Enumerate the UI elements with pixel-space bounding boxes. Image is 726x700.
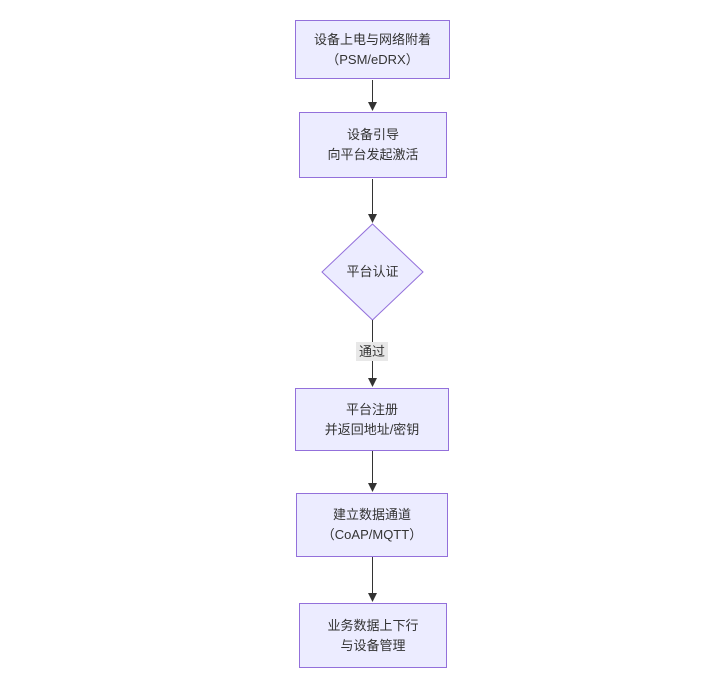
node-text-line: （PSM/eDRX） (326, 51, 419, 67)
arrowhead-icon (368, 593, 377, 602)
edge-label-pass: 通过 (355, 342, 389, 361)
node-text-line: 设备引导 (346, 127, 399, 142)
node-text-line: 平台认证 (346, 264, 399, 279)
node-text-line: 并返回地址/密钥 (324, 421, 420, 437)
flow-node-power-attach: 设备上电与网络附着 （PSM/eDRX） (295, 20, 450, 79)
arrowhead-icon (368, 214, 377, 223)
flow-node-platform-auth-label: 平台认证 (322, 263, 423, 281)
edge-channel-to-business (368, 557, 377, 602)
node-text-line: 业务数据上下行 (327, 617, 419, 633)
node-text-line: 与设备管理 (340, 637, 406, 653)
arrowhead-icon (368, 483, 377, 492)
edge-bootstrap-to-auth (368, 179, 377, 223)
node-text-line: 平台注册 (345, 401, 398, 417)
edge-register-to-channel (368, 451, 377, 492)
flow-node-business-data: 业务数据上下行 与设备管理 (299, 603, 447, 668)
flow-node-platform-register: 平台注册 并返回地址/密钥 (295, 388, 449, 451)
arrowhead-icon (368, 378, 377, 387)
node-text-line: （CoAP/MQTT） (321, 527, 423, 542)
edge-power-to-bootstrap (368, 80, 377, 111)
edge-label-text: 通过 (358, 344, 386, 359)
flow-node-data-channel: 建立数据通道 （CoAP/MQTT） (296, 493, 448, 557)
node-text-line: 建立数据通道 (332, 507, 411, 522)
flow-node-bootstrap: 设备引导 向平台发起激活 (299, 112, 447, 178)
arrowhead-icon (368, 102, 377, 111)
node-text-line: 设备上电与网络附着 (313, 31, 431, 47)
node-text-line: 向平台发起激活 (327, 147, 419, 162)
